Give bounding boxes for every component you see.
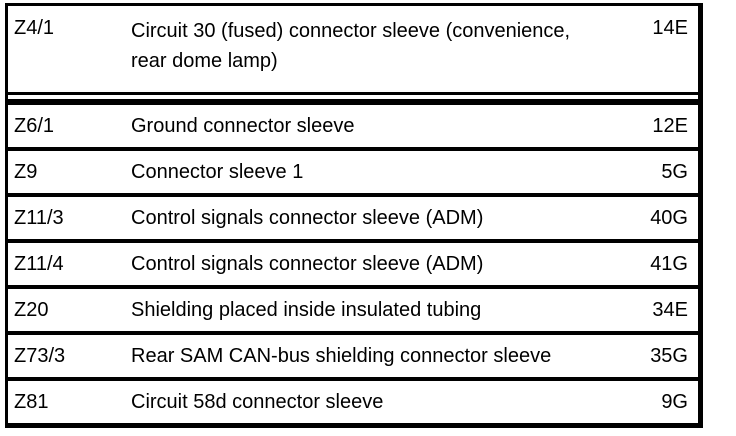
row-divider: [8, 99, 698, 105]
component-code: Z20: [14, 299, 49, 321]
grid-location: 5G: [661, 161, 688, 183]
table-row: Z6/1 Ground connector sleeve 12E: [8, 105, 698, 147]
grid-location: 14E: [652, 17, 688, 39]
table-row: Z11/3 Control signals connector sleeve (…: [8, 197, 698, 239]
component-description: Rear SAM CAN-bus shielding connector sle…: [131, 345, 552, 367]
component-code: Z11/3: [14, 207, 64, 229]
table-row: Z73/3 Rear SAM CAN-bus shielding connect…: [8, 335, 698, 377]
component-code: Z6/1: [14, 115, 55, 137]
row-divider: [8, 377, 698, 381]
grid-location: 41G: [650, 253, 688, 275]
component-description: Circuit 58d connector sleeve: [131, 391, 384, 413]
table-row: Z81 Circuit 58d connector sleeve 9G: [8, 381, 698, 423]
component-code: Z81: [14, 391, 49, 413]
component-code: Z9: [14, 161, 38, 183]
component-code: Z11/4: [14, 253, 64, 275]
grid-location: 34E: [652, 299, 688, 321]
component-legend-table: Z4/1 Circuit 30 (fused) connector sleeve…: [5, 3, 703, 428]
row-divider: [8, 331, 698, 335]
table-row: Z11/4 Control signals connector sleeve (…: [8, 243, 698, 285]
grid-location: 35G: [650, 345, 688, 367]
grid-location: 9G: [661, 391, 688, 413]
component-code: Z73/3: [14, 345, 66, 367]
table-row: Z4/1 Circuit 30 (fused) connector sleeve…: [8, 6, 698, 92]
component-description: Control signals connector sleeve (ADM): [131, 207, 484, 229]
row-divider: [8, 147, 698, 151]
component-description: Control signals connector sleeve (ADM): [131, 253, 484, 275]
grid-location: 40G: [650, 207, 688, 229]
row-divider-gap: [8, 95, 698, 99]
component-description: Ground connector sleeve: [131, 115, 355, 137]
table-row: Z9 Connector sleeve 1 5G: [8, 151, 698, 193]
row-divider: [8, 193, 698, 197]
table-row: Z20 Shielding placed inside insulated tu…: [8, 289, 698, 331]
component-description: Connector sleeve 1: [131, 161, 304, 183]
row-divider: [8, 239, 698, 243]
row-divider: [8, 285, 698, 289]
component-description: Shielding placed inside insulated tubing: [131, 299, 482, 321]
row-divider: [8, 92, 698, 95]
component-description: Circuit 30 (fused) connector sleeve (con…: [131, 20, 571, 72]
grid-location: 12E: [652, 115, 688, 137]
component-code: Z4/1: [14, 17, 55, 39]
